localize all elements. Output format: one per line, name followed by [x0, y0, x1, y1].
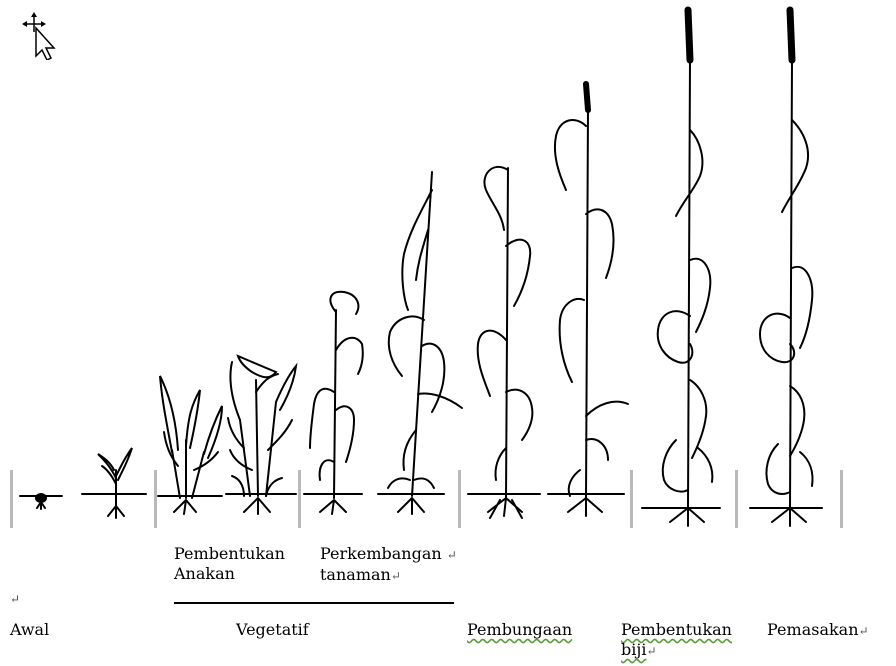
plant-grain-formation: [548, 84, 628, 516]
plant-seedling-stage: [20, 494, 62, 509]
phase-label-pembungaan: Pembungaan: [467, 620, 572, 640]
plant-grain-filling: [642, 10, 720, 526]
phase-label-awal: Awal: [10, 620, 49, 640]
vegetative-bracket-line: [174, 602, 454, 604]
plant-booting: [378, 172, 462, 514]
plant-tillering-late: [226, 356, 296, 514]
plant-ripening: [750, 10, 822, 526]
plant-tillering-early: [158, 376, 222, 514]
plant-flowering: [468, 167, 540, 518]
phase-label-pemasakan: Pemasakan↵: [767, 620, 869, 641]
plant-sprout-stage: [82, 448, 146, 518]
subphase-label-perkembangan-tanaman: Perkembangan ↵ tanaman↵: [320, 544, 457, 586]
phase-label-vegetatif: Vegetatif: [236, 620, 309, 640]
paragraph-mark: ↵: [10, 592, 20, 606]
phase-label-pembentukan-biji: Pembentukan biji↵: [621, 620, 732, 661]
plant-growth-illustration: [0, 0, 896, 540]
plant-stem-elongation: [304, 292, 363, 514]
subphase-label-pembentukan-anakan: Pembentukan Anakan: [174, 544, 285, 584]
